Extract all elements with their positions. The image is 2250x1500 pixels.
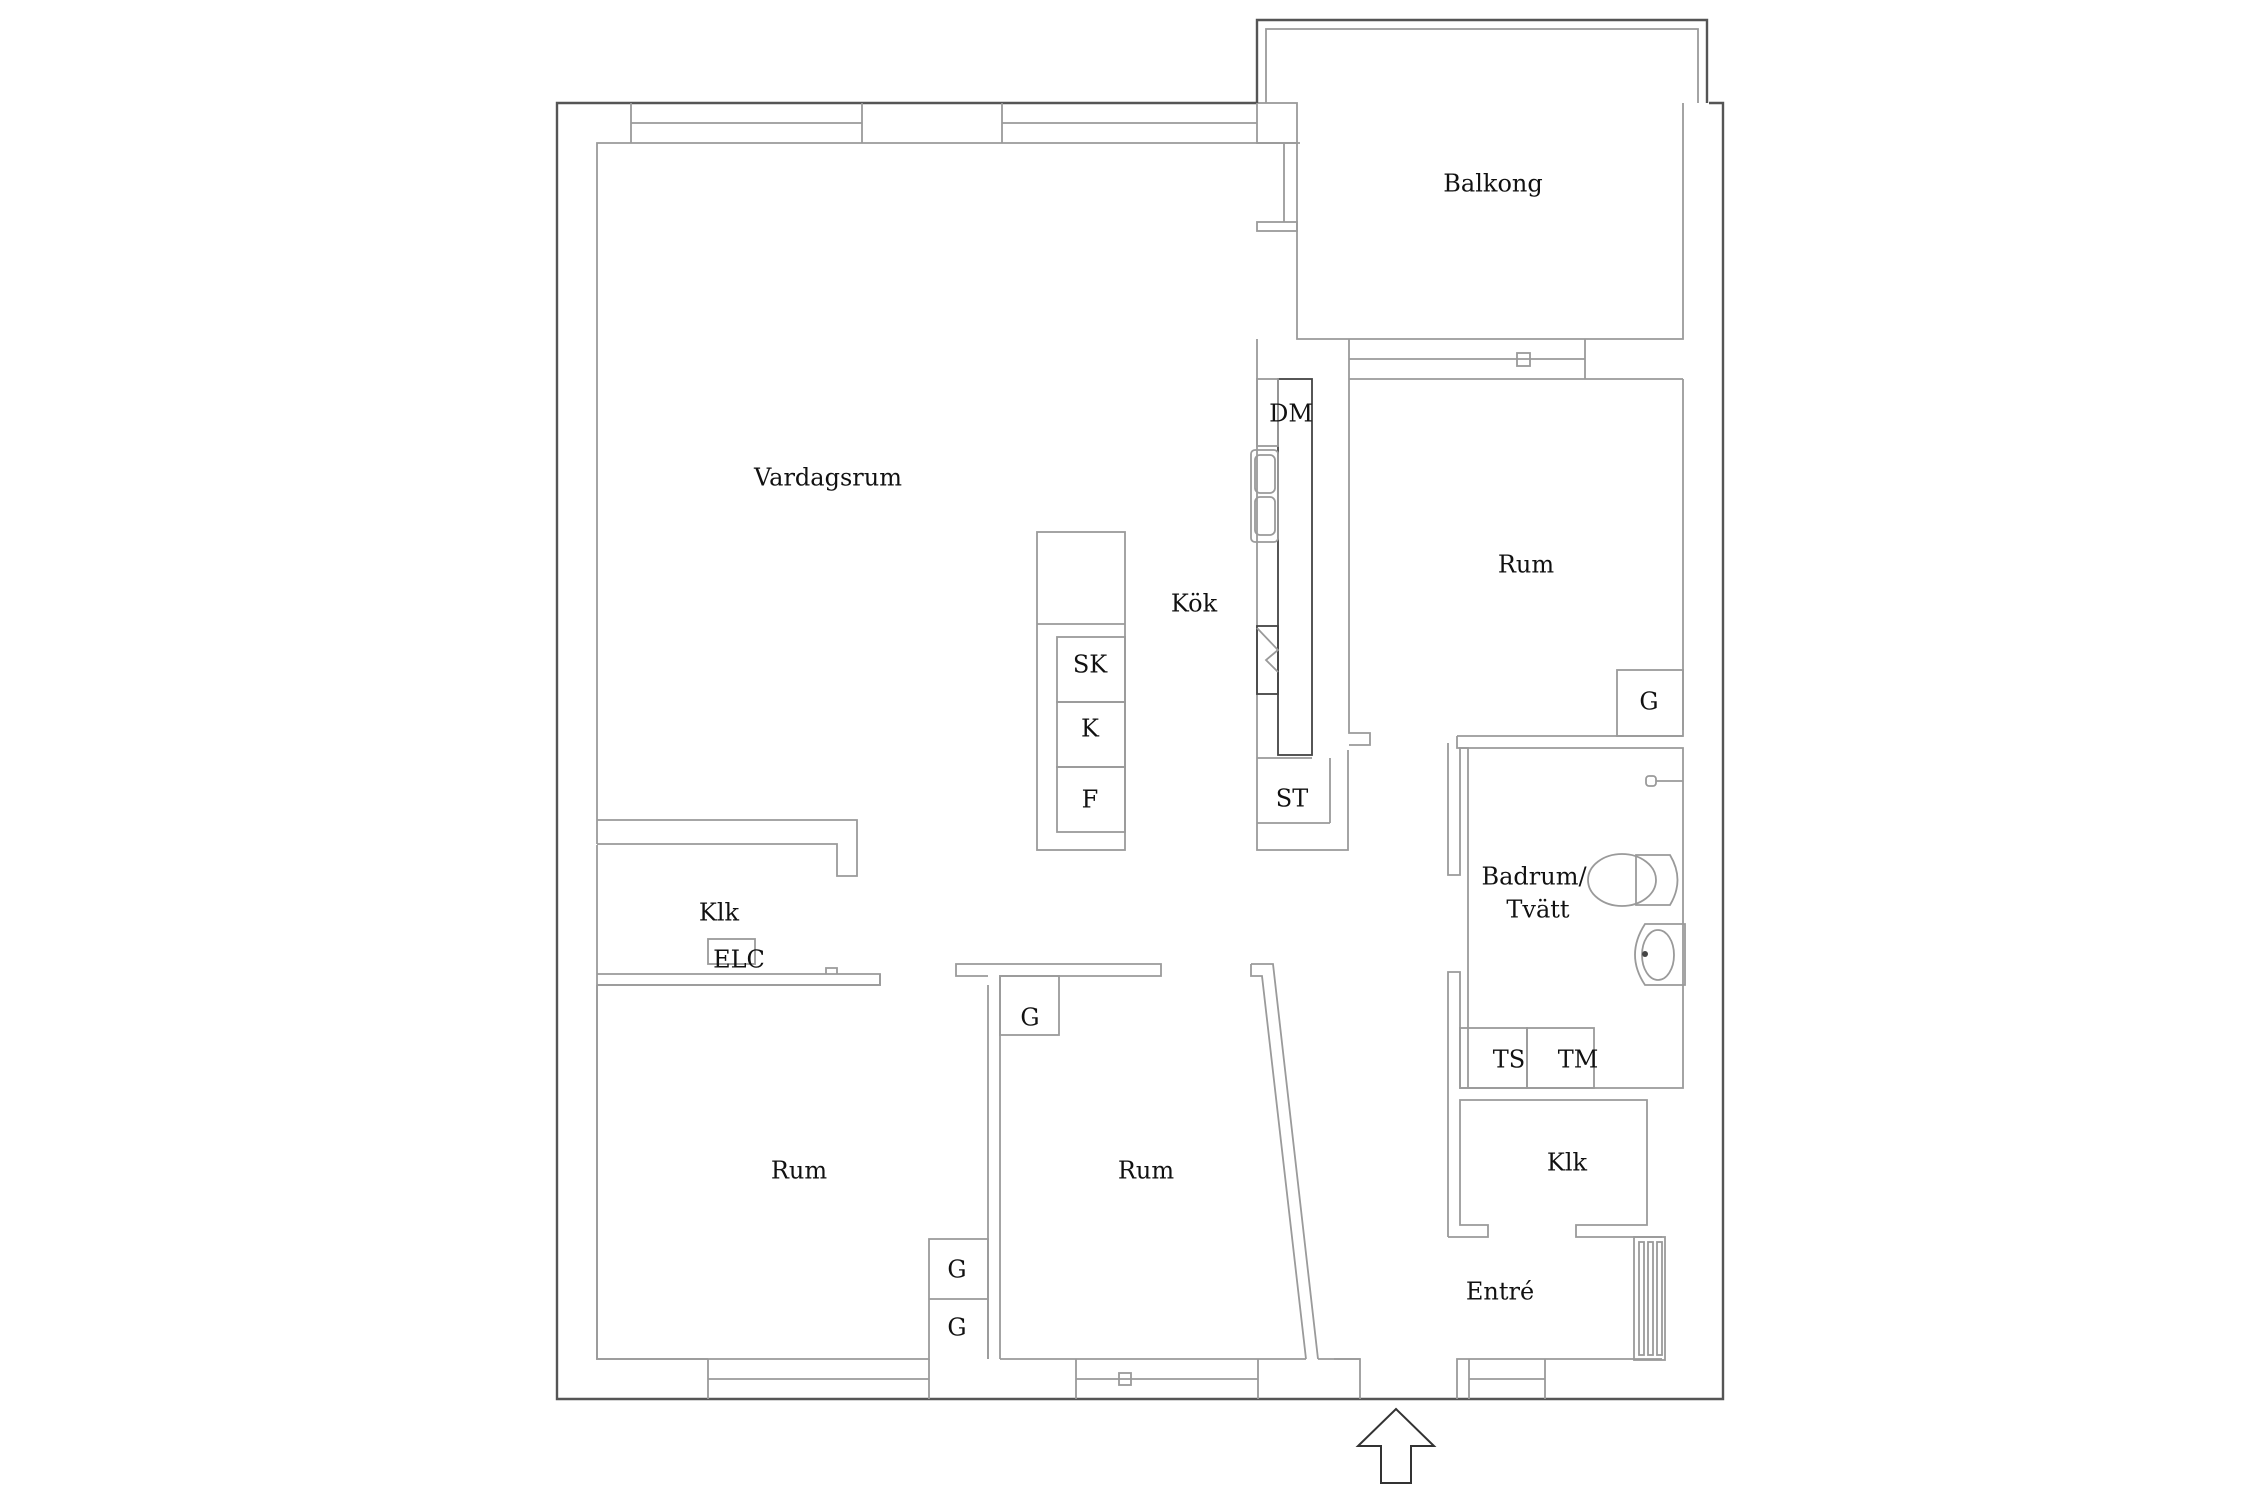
label-electric-cabinet: ELC: [713, 946, 765, 974]
label-vardagsrum: Vardagsrum: [753, 464, 902, 492]
label-rum-southwest: Rum: [771, 1157, 828, 1185]
radiator: [1633, 1236, 1666, 1361]
label-wardrobe-rum-sw-2: G: [947, 1314, 966, 1342]
label-stove: ST: [1276, 785, 1308, 813]
outer-wall: [555, 101, 1725, 1401]
label-rum-south: Rum: [1118, 1157, 1175, 1185]
label-tumble-dryer: TS: [1493, 1046, 1525, 1074]
entrance-arrow-icon: [1355, 1407, 1437, 1484]
balcony: [1255, 18, 1709, 340]
entrance-walls: [1334, 1358, 1662, 1399]
bathroom: [1447, 743, 1686, 1237]
label-freezer-fridge: SK: [1073, 651, 1108, 679]
kitchen-counter: [1250, 378, 1349, 851]
label-freezer: F: [1082, 786, 1099, 814]
label-wardrobe-rum-south: G: [1020, 1004, 1039, 1032]
label-entre: Entré: [1466, 1278, 1534, 1306]
north-windows: [630, 102, 1298, 232]
label-balkong: Balkong: [1443, 170, 1542, 198]
balcony-door-wall: [1256, 339, 1684, 746]
room-rum-southwest-walls: [596, 974, 989, 1399]
inner-wall-face-west-lower: [596, 974, 708, 1360]
label-tvatt: Tvätt: [1506, 896, 1570, 924]
label-badrum: Badrum/: [1481, 863, 1587, 891]
label-klk-east: Klk: [1547, 1149, 1588, 1177]
label-fridge: K: [1081, 715, 1100, 743]
label-dishwasher: DM: [1269, 400, 1313, 428]
label-washing-machine: TM: [1558, 1046, 1599, 1074]
closet-east: [1448, 1099, 1662, 1238]
label-kok: Kök: [1171, 590, 1218, 618]
inner-wall-face: [596, 142, 1300, 844]
kitchen-island: [1036, 531, 1126, 851]
label-rum-east: Rum: [1498, 551, 1555, 579]
room-rum-south-walls: [955, 963, 1360, 1399]
label-klk-west: Klk: [699, 899, 740, 927]
label-wardrobe-rum-sw-1: G: [947, 1256, 966, 1284]
label-wardrobe-rum-east: G: [1639, 688, 1658, 716]
